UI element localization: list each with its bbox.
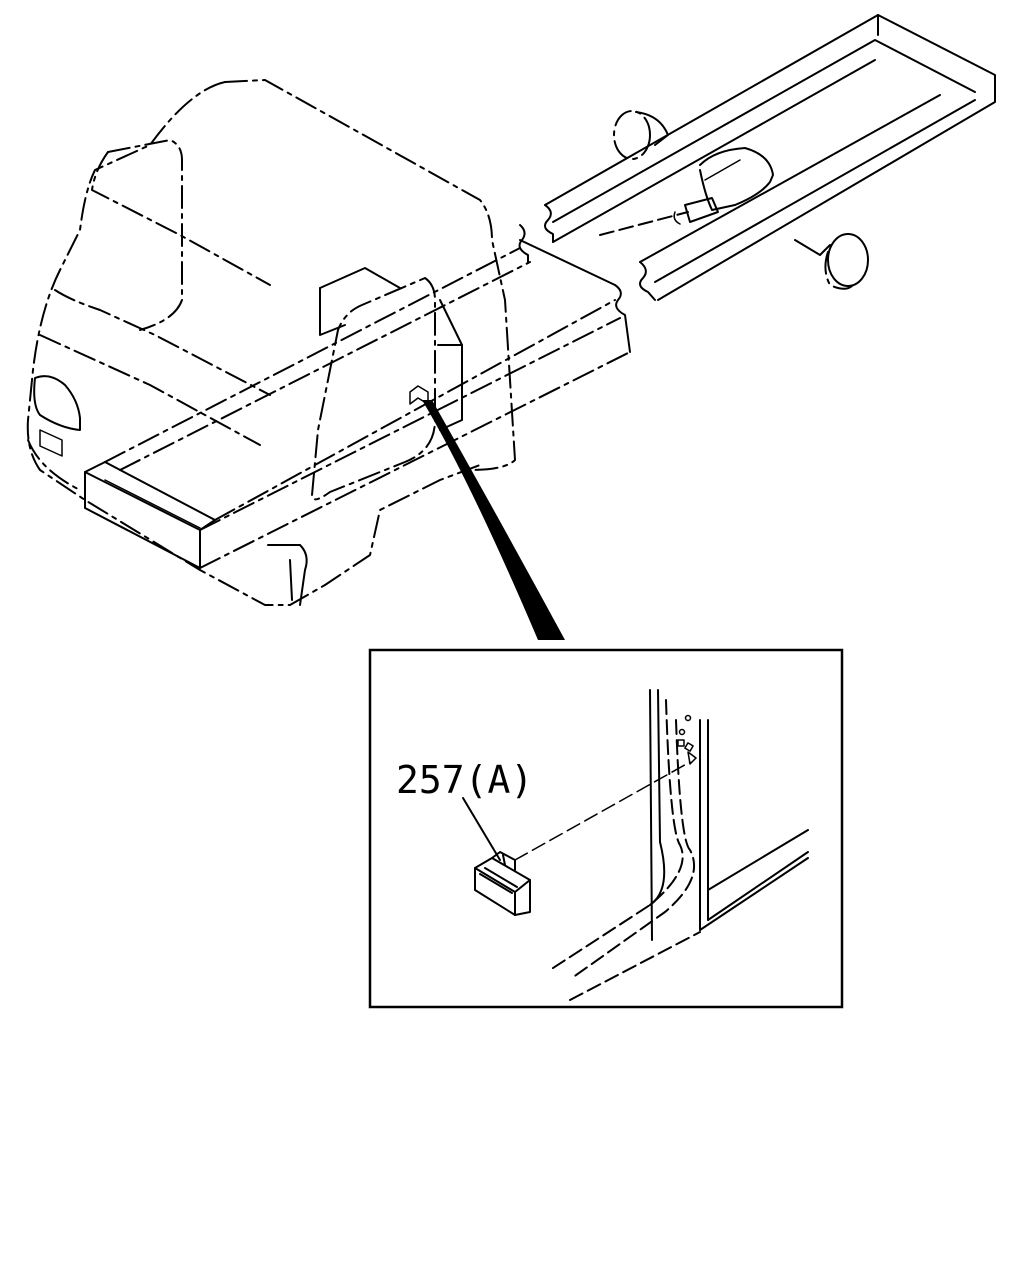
door-pillar [549, 689, 809, 1001]
label-leader [462, 797, 501, 861]
part-257a-clip [474, 851, 531, 916]
chassis-frame-rear [543, 14, 996, 301]
callout-pointer [422, 400, 565, 640]
detail-frame [368, 648, 844, 1009]
rear-axle [599, 110, 869, 290]
cab-door [311, 267, 463, 501]
chassis-frame-front [84, 224, 631, 569]
detail-view: 257(A) [368, 648, 844, 1009]
truck-cab [26, 79, 516, 606]
part-number-label: 257(A) [396, 758, 533, 802]
insertion-leader [514, 761, 691, 861]
